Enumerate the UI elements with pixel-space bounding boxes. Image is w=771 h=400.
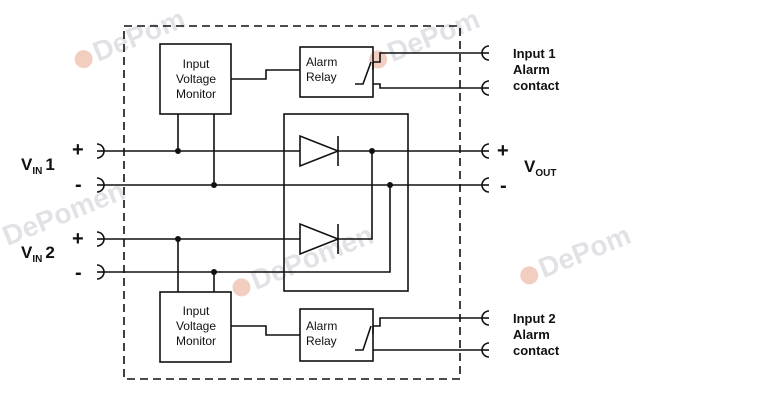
diode-2-cathode-link (338, 151, 373, 240)
monitor-2-label-line2: Voltage (176, 319, 216, 333)
alarm-1-label-line2: Alarm (513, 62, 550, 77)
relay-switch-1-icon (355, 61, 372, 85)
junction-dot (211, 182, 217, 188)
relay-2-label-line1: Alarm (306, 319, 337, 333)
diode-2-icon (299, 222, 341, 256)
watermark-text: DePomen (0, 175, 129, 252)
monitor-1-label-line3: Monitor (176, 87, 216, 101)
junction-dots (175, 148, 393, 275)
relay-2-label-line2: Relay (306, 334, 337, 348)
junction-dot (175, 236, 181, 242)
monitor-relay-link-1 (231, 69, 300, 80)
monitor-2-label-line1: Input (183, 304, 210, 318)
alarm-relay-1-box (299, 46, 374, 98)
monitor-relay-link-2 (231, 325, 300, 336)
diode-block (283, 113, 409, 292)
vout-label: VOUT (524, 157, 556, 179)
vout-plus-sign: + (497, 140, 509, 162)
alarm-1-label-line3: contact (513, 78, 560, 93)
watermark-logo-icon (369, 50, 388, 69)
input-voltage-monitor-2-box (159, 291, 232, 363)
vin2-minus-sign: - (75, 262, 82, 284)
watermark-text: DePomen (246, 219, 377, 296)
watermark-logo-icon (520, 266, 539, 285)
module-enclosure (123, 25, 461, 380)
diode-1-icon (299, 134, 341, 168)
junction-dot (211, 269, 217, 275)
monitor-2-label-line3: Monitor (176, 334, 216, 348)
junction-dot (387, 182, 393, 188)
vin2-minus-rail (105, 185, 391, 273)
watermark-text: DePom (534, 219, 635, 284)
vin1-plus-sign: + (72, 139, 84, 161)
alarm-2-lead-a (373, 317, 482, 327)
alarm-2-label-line2: Alarm (513, 327, 550, 342)
vout-minus-sign: - (500, 175, 507, 197)
junction-dot (175, 148, 181, 154)
monitor-1-label-line1: Input (183, 57, 210, 71)
relay-1-label-line1: Alarm (306, 55, 337, 69)
watermark-text: DePom (383, 3, 484, 68)
watermark-logo-icon (74, 50, 93, 69)
watermark-text: DePom (88, 3, 189, 68)
junction-dot (369, 148, 375, 154)
watermark-logo-icon (232, 278, 251, 297)
relay-switch-2-icon (355, 325, 372, 351)
alarm-1-lead-b (373, 83, 482, 89)
alarm-1-label-line1: Input 1 (513, 46, 556, 61)
alarm-2-label-line3: contact (513, 343, 560, 358)
monitor-1-label-line2: Voltage (176, 72, 216, 86)
relay-1-label-line2: Relay (306, 70, 337, 84)
alarm-2-label-line1: Input 2 (513, 311, 556, 326)
vin1-minus-sign: - (75, 174, 82, 196)
alarm-1-lead-a (373, 52, 482, 63)
vin2-plus-sign: + (72, 228, 84, 250)
